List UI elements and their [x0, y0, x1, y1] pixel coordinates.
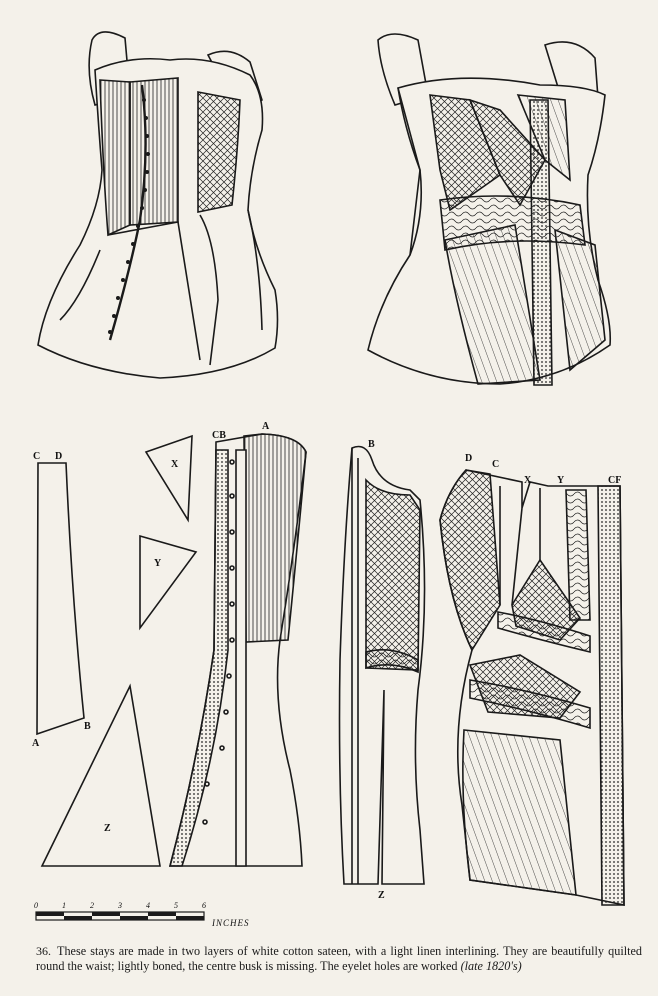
scale-tick-3: 3 [117, 901, 122, 910]
label-c-front: C [492, 459, 499, 470]
label-z-piece: Z [104, 823, 111, 834]
label-cf: CF [608, 475, 621, 486]
label-cb: CB [212, 430, 226, 441]
label-y-front: Y [557, 475, 565, 486]
figure-number: 36. [36, 944, 51, 958]
pattern-piece-z [40, 683, 161, 867]
scale-unit-label: INCHES [211, 918, 250, 928]
pattern-piece-cdab [36, 462, 85, 736]
figure-caption-text: These stays are made in two layers of wh… [36, 944, 642, 973]
scale-tick-6: 6 [202, 901, 206, 910]
scale-ticks: 0 1 2 3 4 5 6 [34, 901, 206, 910]
scale-tick-5: 5 [174, 901, 178, 910]
label-b-side: B [368, 439, 375, 450]
inch-scale-bar [35, 911, 205, 921]
scale-tick-2: 2 [90, 901, 94, 910]
pattern-piece-y [139, 534, 198, 631]
label-a: A [32, 738, 40, 749]
label-y-piece: Y [154, 558, 162, 569]
label-b: B [84, 721, 91, 732]
front-view-corset [367, 33, 612, 386]
label-x-front: X [524, 475, 532, 486]
label-a-back: A [262, 421, 270, 432]
scale-tick-4: 4 [146, 901, 150, 910]
figure-date: (late 1820's) [460, 959, 522, 973]
figure-caption: 36.These stays are made in two layers of… [36, 944, 642, 974]
label-x-piece: X [171, 459, 179, 470]
label-d: D [55, 451, 62, 462]
scale-tick-0: 0 [34, 901, 38, 910]
pattern-piece-x [144, 434, 193, 523]
back-view-corset [37, 31, 279, 379]
label-d-front: D [465, 453, 472, 464]
pattern-piece-centre-back [168, 433, 307, 867]
pattern-piece-front [439, 469, 625, 906]
label-z-side: Z [378, 890, 385, 901]
scale-tick-1: 1 [62, 901, 66, 910]
pattern-piece-side [338, 445, 426, 885]
label-c: C [33, 451, 40, 462]
